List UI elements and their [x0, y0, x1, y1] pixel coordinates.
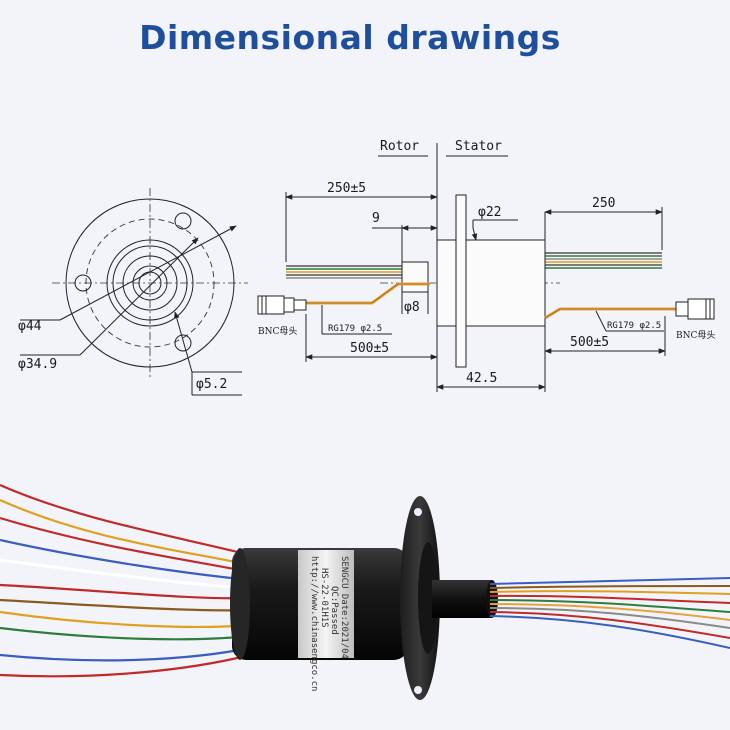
left-wire-bundle — [286, 265, 402, 279]
shaft-dia-label: φ8 — [404, 300, 420, 315]
pcd-label: φ34.9 — [18, 357, 57, 372]
outer-dia-label: φ44 — [18, 319, 42, 334]
pcd-circle — [85, 218, 215, 348]
right-cable-dim-label: 500±5 — [570, 335, 609, 350]
hub-dim-label: 9 — [372, 211, 380, 226]
left-cable-label: RG179 φ2.5 — [328, 324, 382, 334]
left-wire-dim-label: 250±5 — [327, 181, 366, 196]
rotor-label: Rotor — [380, 139, 419, 154]
shaft-circle — [132, 265, 168, 301]
slip-ring-body — [436, 239, 546, 327]
outer-dia-leader — [59, 225, 237, 321]
mount-hole-top — [174, 212, 192, 230]
left-bnc-connector — [257, 295, 307, 315]
right-bnc-label: BNC母头 — [676, 330, 715, 341]
right-cable-label: RG179 φ2.5 — [607, 321, 661, 331]
flange-dia-label: φ22 — [478, 205, 501, 220]
front-view: φ44 φ34.9 φ5.2 — [18, 188, 248, 396]
right-wire-dim-label: 250 — [592, 196, 615, 211]
photo-right-wires — [489, 577, 730, 649]
photo-label-text: SENGCU Date:2021/04 QC:Passed HS-22-01H1… — [309, 556, 349, 691]
hole-leader — [174, 311, 193, 373]
photo-shaft — [432, 580, 492, 618]
pcd-leader — [79, 237, 199, 356]
photo-body-end — [230, 548, 250, 660]
hub-circle — [122, 255, 178, 311]
mount-hole-bottom — [174, 334, 192, 352]
photo-left-wires — [0, 483, 251, 678]
body-inner-circle — [112, 245, 188, 321]
rotor-hub — [401, 261, 429, 293]
photo-flange-hole-top — [414, 508, 422, 516]
photo-label — [298, 550, 354, 658]
left-bnc-label: BNC母头 — [258, 326, 297, 337]
hole-dia-label: φ5.2 — [196, 377, 227, 392]
svg-text:HS-22-01H1S: HS-22-01H1S — [319, 568, 329, 628]
right-cable-tick — [595, 310, 607, 332]
right-bnc-connector — [675, 298, 715, 320]
side-view: Rotor Stator — [257, 139, 715, 392]
flange-dia-leader — [471, 227, 478, 241]
flange-front — [455, 194, 467, 368]
photo-flange-face — [418, 542, 438, 654]
svg-text:QC:Passed: QC:Passed — [329, 586, 339, 635]
right-coax-cable — [544, 307, 676, 320]
product-photo: SENGCU Date:2021/04 QC:Passed HS-22-01H1… — [0, 483, 730, 700]
flange-outer-circle — [65, 198, 235, 368]
photo-flange-hole-bottom — [414, 686, 422, 694]
body-circle — [106, 239, 194, 327]
body-length-label: 42.5 — [466, 371, 497, 386]
svg-text:SENGCU Date:2021/04: SENGCU Date:2021/04 — [339, 556, 349, 659]
left-cable-dim-label: 500±5 — [350, 341, 389, 356]
page-title: Dimensional drawings — [139, 18, 561, 57]
stator-label: Stator — [455, 139, 502, 154]
right-wire-bundle — [545, 252, 662, 269]
mount-hole-left — [74, 274, 92, 292]
svg-text:http://www.chinasengco.cn: http://www.chinasengco.cn — [309, 556, 319, 691]
